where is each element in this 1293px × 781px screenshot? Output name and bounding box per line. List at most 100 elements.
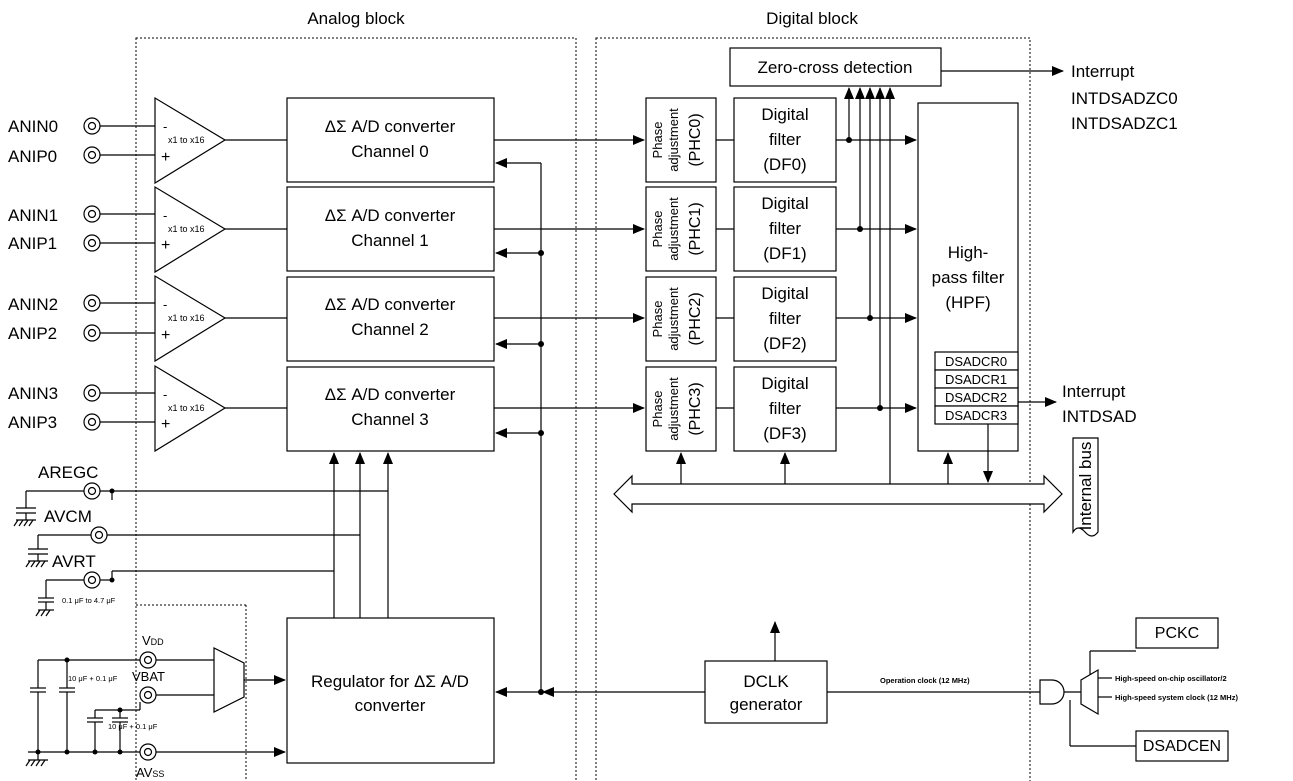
svg-text:-: -	[163, 387, 167, 402]
phase-adjust-0: Phase adjustment (PHC0)	[645, 97, 717, 183]
osc2-label: High-speed system clock (12 MHz)	[1115, 693, 1238, 702]
adc-channel-3	[286, 366, 495, 452]
pin-label-anip3: ANIP3	[8, 413, 57, 432]
svg-text:Zero-cross detection: Zero-cross detection	[758, 58, 913, 77]
svg-text:+: +	[161, 416, 170, 433]
svg-text:DSADCR3: DSADCR3	[945, 408, 1007, 423]
svg-text:Internal bus: Internal bus	[1076, 442, 1095, 531]
svg-text:Channel 1: Channel 1	[351, 231, 429, 250]
vdd-label: VDD	[142, 633, 164, 648]
adc-channel-1	[286, 186, 495, 272]
pin-label-anip0: ANIP0	[8, 147, 57, 166]
vbat-label: VBAT	[132, 669, 165, 684]
ground-icon	[25, 560, 48, 568]
digital-filter-2: Digital filter (DF2)	[733, 276, 837, 362]
internal-bus-arrow	[613, 474, 1063, 514]
svg-text:ΔΣ A/D converter: ΔΣ A/D converter	[325, 117, 456, 136]
interrupt-label-2: Interrupt	[1062, 382, 1126, 401]
svg-text:DSADCR1: DSADCR1	[945, 372, 1007, 387]
svg-text:filter: filter	[769, 309, 801, 328]
svg-text:(PHC2): (PHC2)	[687, 292, 704, 345]
svg-text:ΔΣ A/D converter: ΔΣ A/D converter	[325, 295, 456, 314]
svg-text:Regulator for ΔΣ A/D: Regulator for ΔΣ A/D	[311, 672, 469, 691]
svg-text:filter: filter	[769, 130, 801, 149]
digital-filter-3: Digital filter (DF3)	[733, 366, 837, 452]
svg-text:Channel 2: Channel 2	[351, 320, 429, 339]
svg-text:adjustment: adjustment	[666, 377, 681, 441]
svg-text:DSADCR0: DSADCR0	[945, 354, 1007, 369]
amplifier-icon	[154, 185, 227, 274]
svg-text:pass filter: pass filter	[932, 268, 1005, 287]
pin-label-anin1: ANIN1	[8, 206, 58, 225]
svg-text:-: -	[163, 119, 167, 134]
amplifier-icon	[154, 364, 227, 453]
svg-text:x1 to x16: x1 to x16	[168, 403, 205, 413]
svg-text:High-: High-	[948, 243, 989, 262]
intdsadzc0-label: INTDSADZC0	[1071, 89, 1178, 108]
svg-text:adjustment: adjustment	[666, 287, 681, 351]
regulator-box	[286, 617, 495, 764]
svg-text:DSADCR2: DSADCR2	[945, 390, 1007, 405]
internal-bus-label: Internal bus	[1072, 437, 1099, 537]
svg-text:Digital: Digital	[761, 374, 808, 393]
svg-text:(PHC3): (PHC3)	[687, 382, 704, 435]
cap-label-vdd: 10 μF + 0.1 μF	[68, 674, 118, 683]
svg-text:(DF3): (DF3)	[763, 424, 806, 443]
analog-block-boundary	[135, 37, 577, 781]
aregc-label: AREGC	[38, 463, 98, 482]
clock-mux-icon	[1080, 668, 1099, 716]
pin-label-anip1: ANIP1	[8, 234, 57, 253]
svg-text:adjustment: adjustment	[666, 108, 681, 172]
svg-text:+: +	[161, 327, 170, 344]
svg-text:+: +	[161, 237, 170, 254]
svg-text:(PHC1): (PHC1)	[687, 202, 704, 255]
svg-text:DCLK: DCLK	[743, 672, 789, 691]
svg-text:Phase: Phase	[650, 391, 665, 428]
ground-icon	[35, 609, 54, 617]
phase-adjust-1: Phase adjustment (PHC1)	[645, 186, 717, 272]
svg-text:Channel 3: Channel 3	[351, 410, 429, 429]
digital-filter-0: Digital filter (DF0)	[733, 97, 837, 183]
pin-label-anin2: ANIN2	[8, 295, 58, 314]
amplifier-icon	[154, 96, 227, 185]
adc-channel-2	[286, 276, 495, 362]
svg-text:Channel 0: Channel 0	[351, 142, 429, 161]
svg-text:filter: filter	[769, 219, 801, 238]
zero-cross-box	[729, 47, 942, 87]
pin-label-anin3: ANIN3	[8, 384, 58, 403]
ground-icon	[13, 519, 36, 527]
osc1-label: High-speed on-chip oscillator/2	[1115, 674, 1227, 683]
svg-text:Digital: Digital	[761, 105, 808, 124]
operation-clock-label: Operation clock (12 MHz)	[880, 676, 970, 685]
svg-text:converter: converter	[355, 696, 426, 715]
pin-label-anin0: ANIN0	[8, 117, 58, 136]
analog-block-title: Analog block	[307, 9, 405, 28]
svg-text:Phase: Phase	[650, 211, 665, 248]
phase-adjust-2: Phase adjustment (PHC2)	[645, 276, 717, 362]
digital-block-boundary	[595, 37, 1031, 781]
svg-text:adjustment: adjustment	[666, 197, 681, 261]
avss-label: AVSS	[136, 765, 164, 780]
adc-channel-0	[286, 97, 495, 183]
svg-text:Digital: Digital	[761, 284, 808, 303]
svg-text:(PHC0): (PHC0)	[687, 113, 704, 166]
svg-text:ΔΣ A/D converter: ΔΣ A/D converter	[325, 385, 456, 404]
and-gate-icon	[1039, 679, 1065, 705]
svg-text:x1 to x16: x1 to x16	[168, 313, 205, 323]
avrt-label: AVRT	[52, 552, 96, 571]
svg-text:Phase: Phase	[650, 301, 665, 338]
phase-adjust-3: Phase adjustment (PHC3)	[645, 366, 717, 452]
intdsad-label: INTDSAD	[1062, 407, 1137, 426]
cap-label-vbat: 10 μF + 0.1 μF	[108, 722, 158, 731]
dsadcen-register	[1135, 730, 1229, 762]
register-list: DSADCR0 DSADCR1 DSADCR2 DSADCR3	[934, 351, 1019, 425]
avcm-label: AVCM	[44, 507, 92, 526]
pckc-register	[1135, 617, 1219, 649]
ground-icon	[25, 752, 48, 767]
dclk-generator-box	[704, 660, 828, 724]
svg-text:+: +	[161, 149, 170, 166]
svg-text:generator: generator	[730, 695, 803, 714]
pin-label-anip2: ANIP2	[8, 324, 57, 343]
svg-text:Digital: Digital	[761, 194, 808, 213]
